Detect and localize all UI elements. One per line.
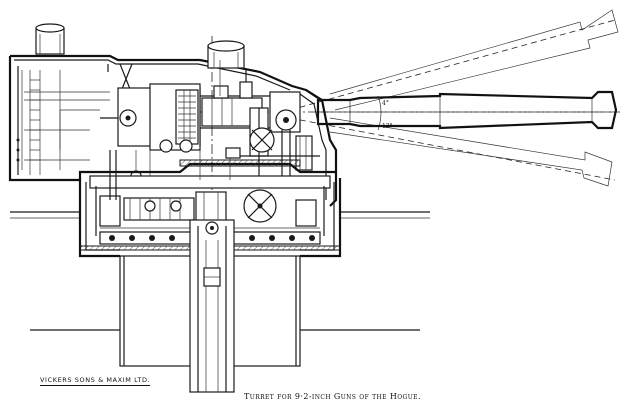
deck-lines: [10, 211, 430, 331]
gun-barrel: [316, 90, 618, 130]
elevated-gun-outline: [329, 9, 619, 111]
diagram-caption: Turret for 9·2-inch Guns of the Hogue.: [244, 392, 421, 401]
depressed-gun-outline: [329, 117, 613, 187]
breech-mechanism: [100, 70, 300, 182]
gunhouse: [8, 23, 338, 207]
maker-mark: VICKERS SONS & MAXIM LTD.: [40, 376, 151, 386]
elevation-label: 4°: [382, 100, 389, 107]
control-rods: [59, 60, 241, 200]
ammunition-hoist: [119, 219, 301, 393]
